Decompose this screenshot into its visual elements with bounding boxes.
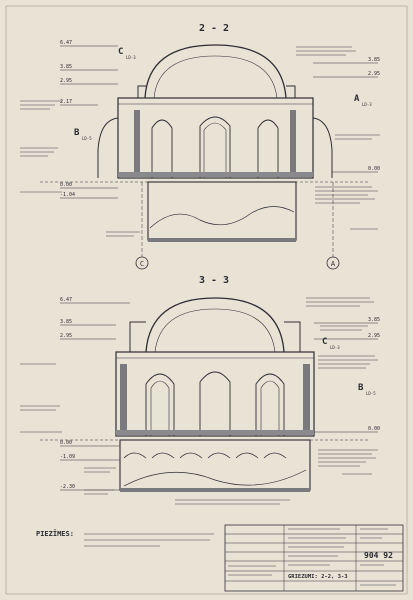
svg-text:LD-5: LD-5 [366, 391, 376, 396]
annotations [20, 46, 380, 237]
svg-text:6.47: 6.47 [60, 40, 72, 46]
callout-b: B LD-5 [358, 383, 376, 396]
arched-windows [151, 116, 279, 178]
drawing-subtitle: GRIEZUMI: 2-2, 3-3 [288, 574, 348, 580]
levels-right: 3.85 2.95 0.00 [368, 317, 380, 432]
svg-text:-1.04: -1.04 [60, 192, 75, 198]
svg-text:C: C [140, 260, 144, 268]
svg-text:0.00: 0.00 [368, 166, 380, 172]
svg-text:3.85: 3.85 [60, 64, 72, 70]
notes: PIEZĪMES: [36, 529, 214, 547]
dome-outline [145, 297, 285, 353]
wall-section [115, 351, 315, 437]
annotations [20, 297, 378, 505]
section-title: 3 - 3 [199, 275, 229, 286]
svg-text:3.85: 3.85 [60, 319, 72, 325]
callout-c: C LD-3 [118, 47, 136, 60]
section-3-3: 3 - 3 6.47 3.85 2.95 0.00 -1.09 -2.30 [20, 275, 380, 505]
svg-text:LD-3: LD-3 [126, 55, 136, 60]
svg-text:3.85: 3.85 [368, 317, 380, 323]
svg-text:-1.09: -1.09 [60, 454, 75, 460]
svg-text:B: B [358, 383, 364, 393]
dome-outline [144, 44, 287, 99]
notes-label: PIEZĪMES: [36, 529, 74, 538]
sheet-number: 904 92 [364, 551, 393, 560]
svg-text:B: B [74, 128, 80, 138]
axis-markers: C A [135, 182, 340, 270]
svg-text:A: A [331, 260, 336, 268]
callout-a: A LD-3 [354, 94, 372, 107]
section-2-2: 2 - 2 6.47 3.85 2.95 [20, 23, 380, 270]
svg-text:0.00: 0.00 [60, 182, 72, 188]
svg-text:LD-5: LD-5 [82, 136, 92, 141]
callout-c: C LD-3 [322, 337, 340, 350]
svg-text:LD-3: LD-3 [330, 345, 340, 350]
svg-text:2.95: 2.95 [60, 333, 72, 339]
svg-text:3.85: 3.85 [368, 57, 380, 63]
svg-text:2.17: 2.17 [60, 99, 72, 105]
callout-b: B LD-5 [74, 128, 92, 141]
svg-text:0.00: 0.00 [60, 440, 72, 446]
svg-text:LD-3: LD-3 [362, 102, 372, 107]
svg-text:2.95: 2.95 [368, 71, 380, 77]
levels-left: 6.47 3.85 2.95 0.00 -1.09 -2.30 [60, 297, 75, 490]
svg-text:2.95: 2.95 [368, 333, 380, 339]
svg-text:6.47: 6.47 [60, 297, 72, 303]
svg-text:A: A [354, 94, 360, 104]
levels-right: 3.85 2.95 0.00 [368, 57, 380, 172]
title-block: 904 92 GRIEZUMI: 2-2, 3-3 [224, 524, 404, 592]
svg-text:0.00: 0.00 [368, 426, 380, 432]
svg-text:-2.30: -2.30 [60, 484, 75, 490]
wall-section [117, 97, 314, 179]
svg-text:C: C [322, 337, 327, 347]
svg-text:C: C [118, 47, 123, 57]
arched-windows [145, 371, 285, 436]
svg-text:2.95: 2.95 [60, 78, 72, 84]
section-title: 2 - 2 [199, 23, 229, 34]
levels-left: 6.47 3.85 2.95 2.17 0.00 -1.04 [60, 40, 75, 198]
